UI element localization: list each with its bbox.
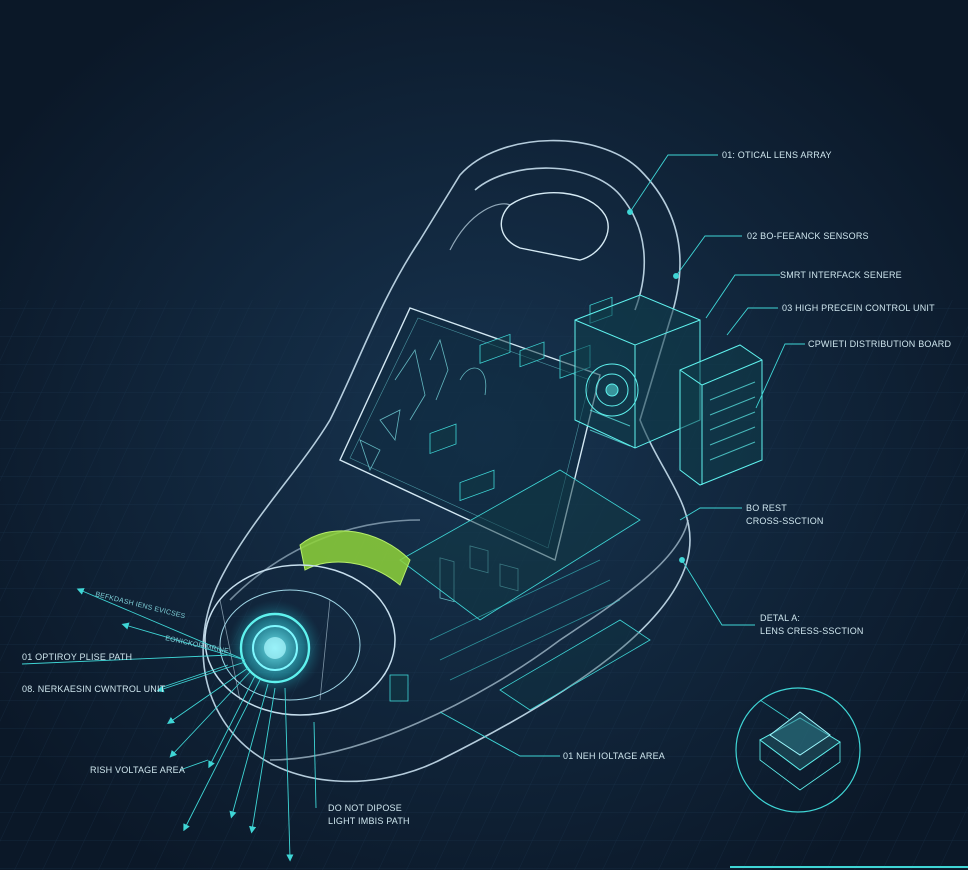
exploded-control-module <box>574 294 763 486</box>
green-sensor-panel <box>299 530 411 586</box>
detail-a-inset <box>735 687 861 813</box>
label-cross-section: CROSS-SSCTION <box>746 516 824 526</box>
leader-lines <box>21 154 805 809</box>
label-high-precision-control: 03 HIGH PRECEIN CONTROL UNIT <box>782 303 935 313</box>
circuit-boards <box>389 296 651 711</box>
lens-assembly <box>204 564 396 716</box>
label-do-not-dispose: DO NOT DIPOSE <box>328 803 402 813</box>
accent-bar <box>730 866 968 868</box>
label-smart-interface-sensors: SMRT INTERFACK SENERE <box>780 270 902 280</box>
handle-opening <box>500 192 609 261</box>
label-optical-pulse-path: 01 OPTIROY PLISE PATH <box>22 652 132 662</box>
optical-ray-lines <box>76 588 294 862</box>
label-detail-a: DETAL A: <box>760 613 800 623</box>
label-optical-lens-array: 01: OTICAL LENS ARRAY <box>722 150 832 160</box>
label-high-voltage-left: RISH VOLTAGE AREA <box>90 765 185 775</box>
label-high-voltage-right: 01 NEH IOLTAGE AREA <box>563 751 665 761</box>
label-bo-rest: BO REST <box>746 503 787 513</box>
label-lens-cross-section: LENS CRESS-SSCTION <box>760 626 864 636</box>
label-bio-feedback-sensors: 02 BO-FEEANCK SENSORS <box>747 231 869 241</box>
label-light-path: LIGHT IMBIS PATH <box>328 816 410 826</box>
label-nerkaesin-control: 08. NERKAESIN CWNTROL UNIT <box>22 684 166 694</box>
label-power-distribution: CPWIETI DISTRIBUTION BOARD <box>808 339 952 349</box>
